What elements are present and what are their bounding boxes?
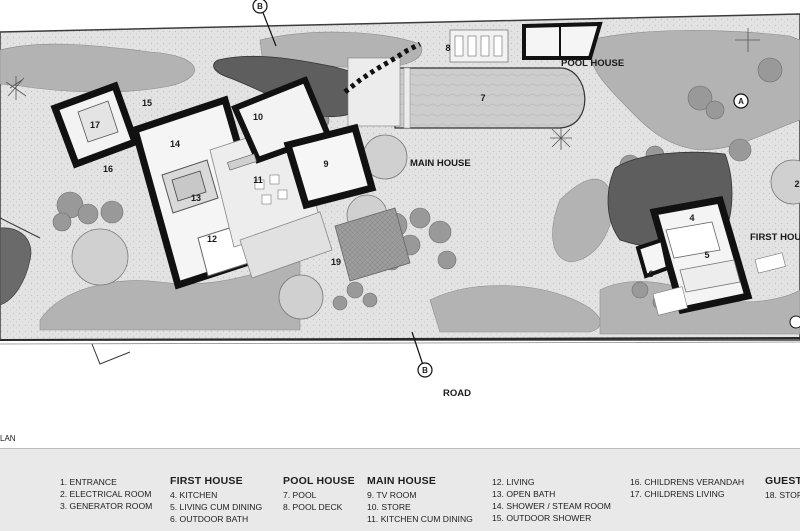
first-house (607, 151, 786, 316)
label-pool-house: POOL HOUSE (561, 58, 624, 69)
room-5: 5 (704, 250, 709, 260)
main-house (50, 76, 411, 290)
legend-item-17: 17. CHILDRENS LIVING (630, 489, 725, 499)
room-11: 11 (253, 175, 263, 185)
site-plan-drawing: B B A MAIN HOUSE POOL HOUSE FIRST HOUSE … (0, 0, 800, 443)
room-2: 2 (794, 179, 799, 189)
room-17: 17 (90, 120, 100, 130)
pool-house (449, 21, 603, 63)
legend-item-1: 1. ENTRANCE (60, 477, 117, 487)
legend-col-main-house: MAIN HOUSE 9. TV ROOM 10. STORE 11. KITC… (367, 475, 473, 525)
legend-item-16: 16. CHILDRENS VERANDAH (630, 477, 745, 487)
legend-item-14: 14. SHOWER / STEAM ROOM (492, 501, 611, 511)
swimming-pool (394, 67, 586, 129)
room-7: 7 (480, 93, 485, 103)
section-marker-a-text: A (738, 97, 744, 106)
label-first-house: FIRST HOUSE (750, 232, 800, 243)
room-13: 13 (191, 193, 201, 203)
section-marker-b-top-text: B (257, 2, 263, 11)
site-line-bottom (91, 343, 131, 365)
room-6: 6 (648, 269, 653, 279)
room-8: 8 (445, 43, 450, 53)
section-marker-a: A (733, 93, 749, 109)
legend-item-7: 7. POOL (283, 490, 317, 500)
site-line-left (0, 217, 41, 239)
palm-symbols (5, 28, 760, 150)
legend-item-6: 6. OUTDOOR BATH (170, 514, 249, 524)
legend-col-pool-house: POOL HOUSE 7. POOL 8. POOL DECK (283, 475, 355, 513)
marker-circle-right (789, 315, 800, 329)
legend-col-services: 1. ENTRANCE 2. ELECTRICAL ROOM 3. GENERA… (60, 476, 152, 512)
section-line-b (261, 9, 425, 369)
room-10: 10 (253, 112, 263, 122)
legend-panel: 1. ENTRANCE 2. ELECTRICAL ROOM 3. GENERA… (0, 448, 800, 531)
legend-item-9: 9. TV ROOM (367, 490, 417, 500)
legend-item-10: 10. STORE (367, 502, 411, 512)
legend-col-guest: GUEST 18. STOR (765, 475, 800, 501)
legend-col-children: 16. CHILDRENS VERANDAH 17. CHILDRENS LIV… (630, 476, 744, 500)
vegetation (0, 30, 800, 335)
legend-item-18: 18. STOR (765, 490, 800, 500)
room-12: 12 (207, 234, 217, 244)
legend-item-13: 13. OPEN BATH (492, 489, 556, 499)
room-numbers: 17 15 14 16 13 12 10 11 9 8 7 4 5 6 19 2 (90, 43, 800, 279)
legend-heading-pool-house: POOL HOUSE (283, 475, 355, 487)
water-channel (0, 227, 32, 306)
legend-item-5: 5. LIVING CUM DINING (170, 502, 263, 512)
room-19: 19 (331, 257, 341, 267)
legend-item-12: 12. LIVING (492, 477, 535, 487)
label-road: ROAD (443, 388, 471, 399)
stepping-stones (343, 41, 422, 94)
legend-item-8: 8. POOL DECK (283, 502, 343, 512)
legend-item-3: 3. GENERATOR ROOM (60, 501, 153, 511)
legend-col-main-house-cont: 12. LIVING 13. OPEN BATH 14. SHOWER / ST… (492, 476, 611, 524)
section-marker-b-bottom: B (417, 362, 433, 378)
legend-item-4: 4. KITCHEN (170, 490, 218, 500)
legend-heading-first-house: FIRST HOUSE (170, 475, 243, 487)
shade-trees (71, 134, 800, 320)
legend-heading-main-house: MAIN HOUSE (367, 475, 437, 487)
pool-deck (347, 57, 401, 127)
section-marker-b-top: B (252, 0, 268, 14)
room-14: 14 (170, 139, 180, 149)
room-9: 9 (323, 159, 328, 169)
label-corner-text: LAN (0, 434, 16, 443)
room-15: 15 (142, 98, 152, 108)
legend-heading-guest: GUEST (765, 475, 800, 487)
room-16: 16 (103, 164, 113, 174)
legend-col-first-house: FIRST HOUSE 4. KITCHEN 5. LIVING CUM DIN… (170, 475, 262, 525)
room-4: 4 (689, 213, 694, 223)
legend-item-11: 11. KITCHEN CUM DINING (367, 514, 473, 524)
label-main-house: MAIN HOUSE (410, 158, 471, 169)
legend-item-15: 15. OUTDOOR SHOWER (492, 513, 592, 523)
legend-item-2: 2. ELECTRICAL ROOM (60, 489, 152, 499)
section-marker-b-bottom-text: B (422, 366, 428, 375)
